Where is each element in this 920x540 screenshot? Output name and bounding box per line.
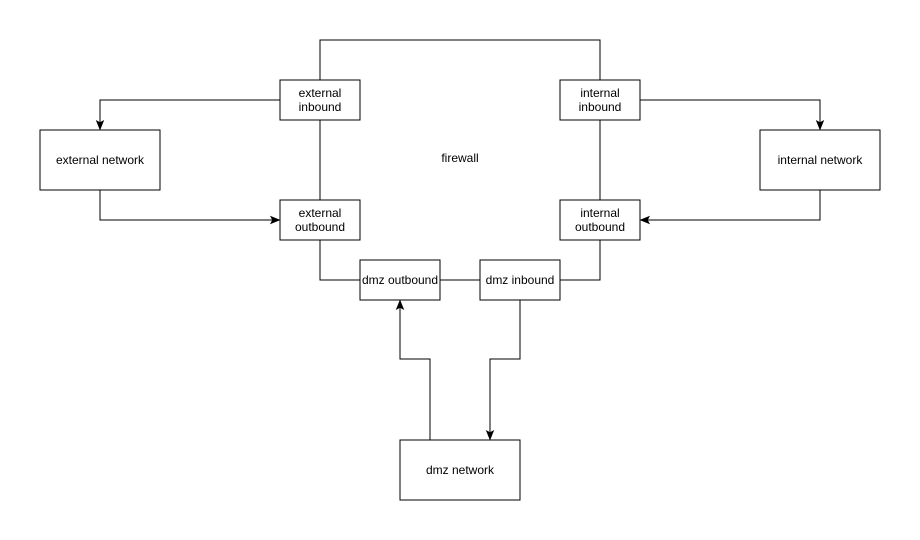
node-box-external-network — [39, 129, 161, 191]
edge-internal-inbound-to-internal-network — [640, 99, 825, 131]
edge-internal-network-to-internal-outbound — [639, 190, 821, 225]
edge-external-network-to-external-outbound — [99, 190, 281, 225]
node-dmz-outbound: dmz outbound — [359, 259, 441, 301]
edge-external-outbound-to-dmz-outbound — [319, 240, 360, 281]
node-box-external-inbound — [279, 79, 361, 121]
edge-dmz-inbound-to-dmz-network — [485, 300, 521, 441]
node-internal-network: internal network — [759, 129, 881, 191]
node-label-internal-network: internal network — [778, 153, 864, 167]
node-label-dmz-outbound: dmz outbound — [362, 273, 438, 287]
edge-internal-outbound-to-dmz-inbound — [560, 240, 601, 281]
node-label-external-network: external network — [56, 153, 145, 167]
edge-external-inbound-to-internal-inbound — [319, 39, 601, 80]
edge-dmz-network-to-dmz-outbound — [395, 299, 431, 440]
node-box-dmz-network — [399, 439, 521, 501]
node-dmz-inbound: dmz inbound — [479, 259, 561, 301]
firewall-label: firewall — [441, 151, 478, 165]
node-box-internal-network — [759, 129, 881, 191]
node-box-internal-outbound — [559, 199, 641, 241]
edge-external-inbound-to-external-network — [95, 99, 280, 131]
node-label-dmz-network: dmz network — [426, 463, 495, 477]
node-box-dmz-outbound — [359, 259, 441, 301]
node-box-dmz-inbound — [479, 259, 561, 301]
node-box-external-outbound — [279, 199, 361, 241]
edges-layer — [95, 39, 825, 441]
labels-layer: firewall — [441, 151, 478, 165]
node-dmz-network: dmz network — [399, 439, 521, 501]
node-label-dmz-inbound: dmz inbound — [486, 273, 555, 287]
node-box-internal-inbound — [559, 79, 641, 121]
node-external-network: external network — [39, 129, 161, 191]
